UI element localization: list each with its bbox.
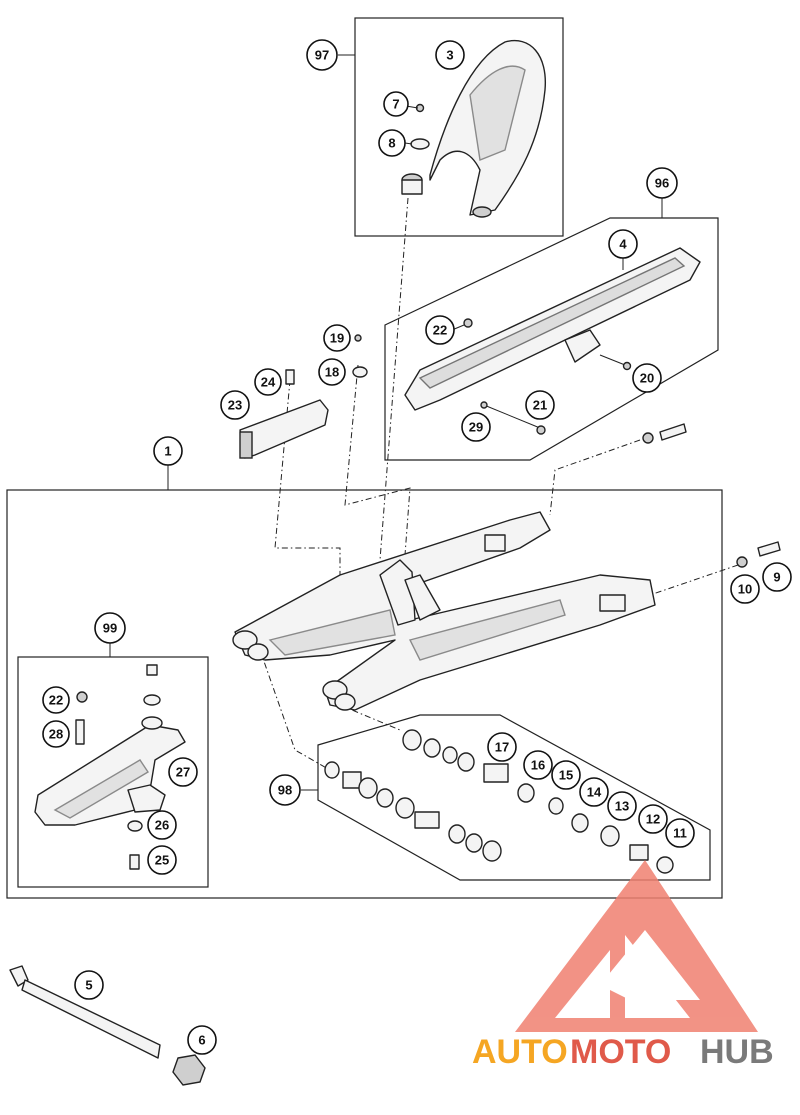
callout-17[interactable]: 17 (487, 732, 517, 762)
callout-25[interactable]: 25 (147, 845, 177, 875)
svg-text:3: 3 (446, 48, 453, 63)
callout-20[interactable]: 20 (632, 363, 662, 393)
callout-11[interactable]: 11 (665, 818, 695, 848)
svg-text:13: 13 (615, 799, 629, 814)
svg-text:20: 20 (640, 371, 654, 386)
swingarm-part-1 (232, 511, 656, 711)
callout-14[interactable]: 14 (579, 777, 609, 807)
callout-19[interactable]: 19 (323, 324, 351, 352)
svg-text:14: 14 (587, 785, 602, 800)
bearing-kit-parts-98 (324, 729, 674, 874)
callout-9[interactable]: 9 (762, 562, 792, 592)
svg-text:6: 6 (198, 1033, 205, 1048)
svg-text:98: 98 (278, 783, 292, 798)
callout-96[interactable]: 96 (646, 167, 678, 199)
callout-13[interactable]: 13 (607, 791, 637, 821)
svg-text:21: 21 (533, 398, 547, 413)
callout-24[interactable]: 24 (254, 368, 282, 396)
svg-text:26: 26 (155, 818, 169, 833)
svg-text:19: 19 (330, 331, 344, 346)
callout-3[interactable]: 3 (435, 40, 465, 70)
svg-text:1: 1 (164, 444, 171, 459)
group-box-96 (384, 217, 719, 461)
chain-guide-part-27 (34, 664, 186, 870)
chain-slider-part-23 (239, 334, 368, 459)
svg-text:22: 22 (433, 323, 447, 338)
svg-text:8: 8 (388, 136, 395, 151)
svg-text:28: 28 (49, 727, 63, 742)
callout-22-top[interactable]: 22 (425, 315, 455, 345)
svg-text:4: 4 (619, 237, 627, 252)
svg-text:11: 11 (673, 826, 687, 841)
group-box-97 (354, 17, 564, 237)
svg-text:16: 16 (531, 758, 545, 773)
callout-5[interactable]: 5 (74, 970, 104, 1000)
svg-text:7: 7 (392, 97, 399, 112)
alignment-lines (259, 197, 739, 771)
chain-guard-part-3 (401, 39, 546, 218)
pivot-bolt-part-5 (9, 965, 206, 1086)
group-box-98 (317, 714, 711, 881)
callout-18[interactable]: 18 (318, 358, 346, 386)
svg-text:24: 24 (261, 375, 276, 390)
chain-guard-part-4 (404, 247, 701, 435)
svg-text:12: 12 (646, 812, 660, 827)
callout-16[interactable]: 16 (523, 750, 553, 780)
svg-text:18: 18 (325, 365, 339, 380)
callout-98[interactable]: 98 (269, 774, 301, 806)
svg-text:29: 29 (469, 420, 483, 435)
callout-28[interactable]: 28 (42, 720, 70, 748)
svg-text:5: 5 (85, 978, 92, 993)
automotohub-logo (515, 860, 758, 1032)
group-box-1 (6, 489, 723, 899)
svg-text:96: 96 (655, 176, 669, 191)
group-box-99 (17, 656, 209, 888)
callout-12[interactable]: 12 (638, 804, 668, 834)
svg-text:17: 17 (495, 740, 509, 755)
chain-adjuster-parts-9-10 (642, 423, 781, 568)
callout-23[interactable]: 23 (220, 390, 250, 420)
svg-text:9: 9 (773, 570, 780, 585)
svg-text:22: 22 (49, 693, 63, 708)
svg-text:27: 27 (176, 765, 190, 780)
callout-8[interactable]: 8 (378, 129, 406, 157)
callout-21[interactable]: 21 (525, 390, 555, 420)
callout-7[interactable]: 7 (383, 91, 409, 117)
logo-text-auto: AUTO (472, 1033, 568, 1071)
callout-1[interactable]: 1 (153, 436, 183, 466)
callout-15[interactable]: 15 (551, 760, 581, 790)
callout-97[interactable]: 97 (306, 39, 338, 71)
callout-22-lower[interactable]: 22 (42, 686, 70, 714)
callout-27[interactable]: 27 (168, 757, 198, 787)
logo-text-moto: MOTO (570, 1033, 671, 1071)
callout-99[interactable]: 99 (94, 612, 126, 644)
callout-6[interactable]: 6 (187, 1025, 217, 1055)
callout-29[interactable]: 29 (461, 412, 491, 442)
svg-text:10: 10 (738, 582, 752, 597)
svg-text:25: 25 (155, 853, 169, 868)
svg-text:99: 99 (103, 621, 117, 636)
callout-10[interactable]: 10 (730, 574, 760, 604)
svg-text:97: 97 (315, 48, 329, 63)
svg-text:15: 15 (559, 768, 573, 783)
logo-text-hub: HUB (700, 1033, 774, 1071)
svg-text:23: 23 (228, 398, 242, 413)
callout-4[interactable]: 4 (608, 229, 638, 259)
callout-26[interactable]: 26 (147, 810, 177, 840)
